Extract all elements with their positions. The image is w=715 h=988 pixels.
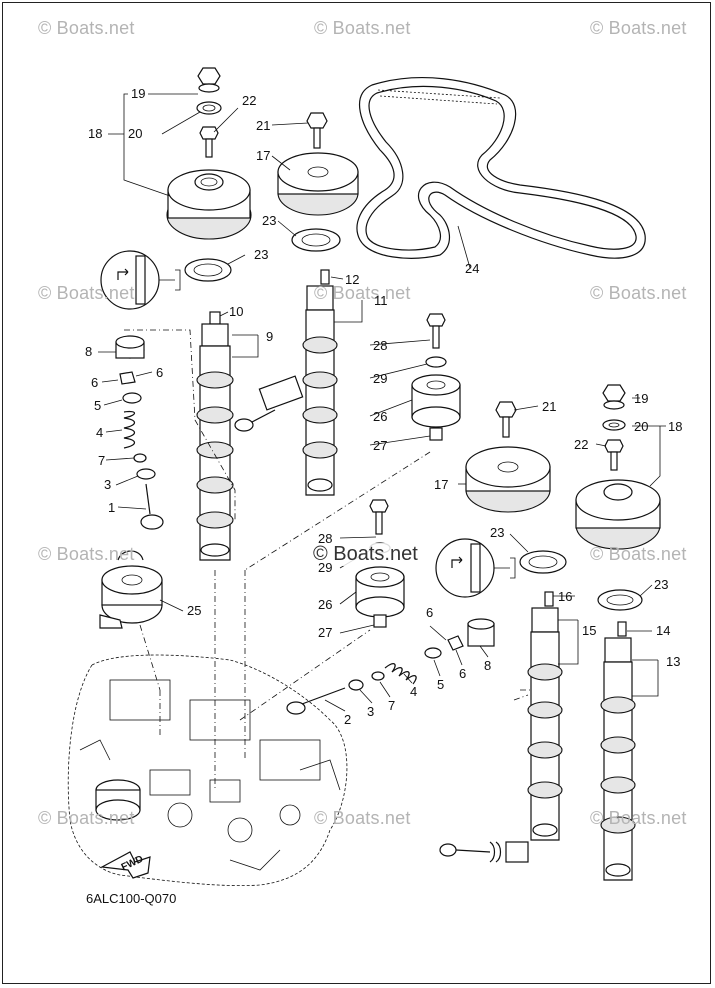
part-label-23: 23 — [490, 525, 505, 540]
part-label-24: 24 — [465, 261, 480, 276]
cam-sprocket-assembly-right — [575, 384, 661, 611]
part-label-19: 19 — [634, 391, 649, 406]
part-label-20: 20 — [128, 126, 143, 141]
part-label-28: 28 — [373, 338, 388, 353]
part-label-27: 27 — [318, 625, 333, 640]
watermark: © Boats.net — [590, 18, 687, 38]
part-label-23: 23 — [262, 213, 277, 228]
part-label-23: 23 — [654, 577, 669, 592]
watermark: © Boats.net — [38, 808, 135, 828]
watermark: © Boats.net — [590, 283, 687, 303]
camshaft-15 — [527, 591, 563, 841]
idler-26-upper — [411, 313, 461, 441]
part-label-19: 19 — [131, 86, 146, 101]
part-label-29: 29 — [318, 560, 333, 575]
timing-belt-24 — [356, 76, 646, 269]
part-label-7: 7 — [388, 698, 396, 713]
watermark: © Boats.net — [38, 544, 135, 564]
camshaft-13 — [600, 621, 636, 881]
part-label-17: 17 — [256, 148, 271, 163]
part-label-29: 29 — [373, 371, 388, 386]
part-label-10: 10 — [229, 304, 244, 319]
valve-train-lower — [286, 618, 529, 863]
part-label-13: 13 — [666, 654, 681, 669]
oil-seal-23-left — [100, 250, 232, 310]
part-label-20: 20 — [634, 419, 649, 434]
watermark: © Boats.net — [590, 544, 687, 564]
part-label-3: 3 — [104, 477, 112, 492]
part-label-15: 15 — [582, 623, 597, 638]
part-label-8: 8 — [484, 658, 492, 673]
part-label-5: 5 — [94, 398, 102, 413]
part-label-23: 23 — [254, 247, 269, 262]
part-label-18: 18 — [88, 126, 103, 141]
watermark: © Boats.net — [314, 808, 411, 828]
part-label-11: 11 — [374, 293, 388, 308]
part-label-27: 27 — [373, 438, 388, 453]
cam-sprocket-assembly-left — [166, 67, 252, 240]
part-label-26: 26 — [318, 597, 333, 612]
part-label-8: 8 — [85, 344, 93, 359]
watermark: © Boats.net — [38, 18, 135, 38]
oil-seal-23-right — [435, 538, 567, 598]
part-label-4: 4 — [96, 425, 104, 440]
part-label-1: 1 — [108, 500, 116, 515]
part-label-5: 5 — [437, 677, 445, 692]
part-label-6: 6 — [459, 666, 467, 681]
watermark-center: © Boats.net — [313, 543, 418, 566]
part-label-28: 28 — [318, 531, 333, 546]
cam-sprocket-center — [277, 112, 359, 252]
alignment-lines — [124, 329, 530, 790]
part-label-6: 6 — [426, 605, 434, 620]
part-label-12: 12 — [345, 272, 360, 287]
part-label-3: 3 — [367, 704, 375, 719]
camshaft-11 — [234, 269, 338, 496]
diagram-code: 6ALC100-Q070 — [86, 891, 177, 906]
part-label-22: 22 — [242, 93, 257, 108]
cylinder-head — [67, 654, 348, 887]
part-label-21: 21 — [542, 399, 557, 414]
part-label-4: 4 — [410, 684, 418, 699]
watermark: © Boats.net — [38, 283, 135, 303]
part-label-18: 18 — [668, 419, 683, 434]
part-label-6: 6 — [91, 375, 99, 390]
part-label-9: 9 — [266, 329, 274, 344]
part-label-22: 22 — [574, 437, 589, 452]
part-label-16: 16 — [558, 589, 573, 604]
part-label-2: 2 — [344, 712, 352, 727]
cam-sprocket-right — [465, 401, 551, 513]
part-label-25: 25 — [187, 603, 202, 618]
part-label-21: 21 — [256, 118, 271, 133]
part-label-14: 14 — [656, 623, 671, 638]
watermark: © Boats.net — [590, 808, 687, 828]
part-label-26: 26 — [373, 409, 388, 424]
camshaft-9 — [196, 311, 234, 561]
part-label-6: 6 — [156, 365, 164, 380]
watermark: © Boats.net — [314, 18, 411, 38]
valve-train-left — [115, 335, 164, 530]
part-label-7: 7 — [98, 453, 106, 468]
watermark: © Boats.net — [314, 283, 411, 303]
tensioner-25 — [99, 550, 163, 629]
part-label-17: 17 — [434, 477, 449, 492]
leader-lines — [98, 93, 666, 712]
